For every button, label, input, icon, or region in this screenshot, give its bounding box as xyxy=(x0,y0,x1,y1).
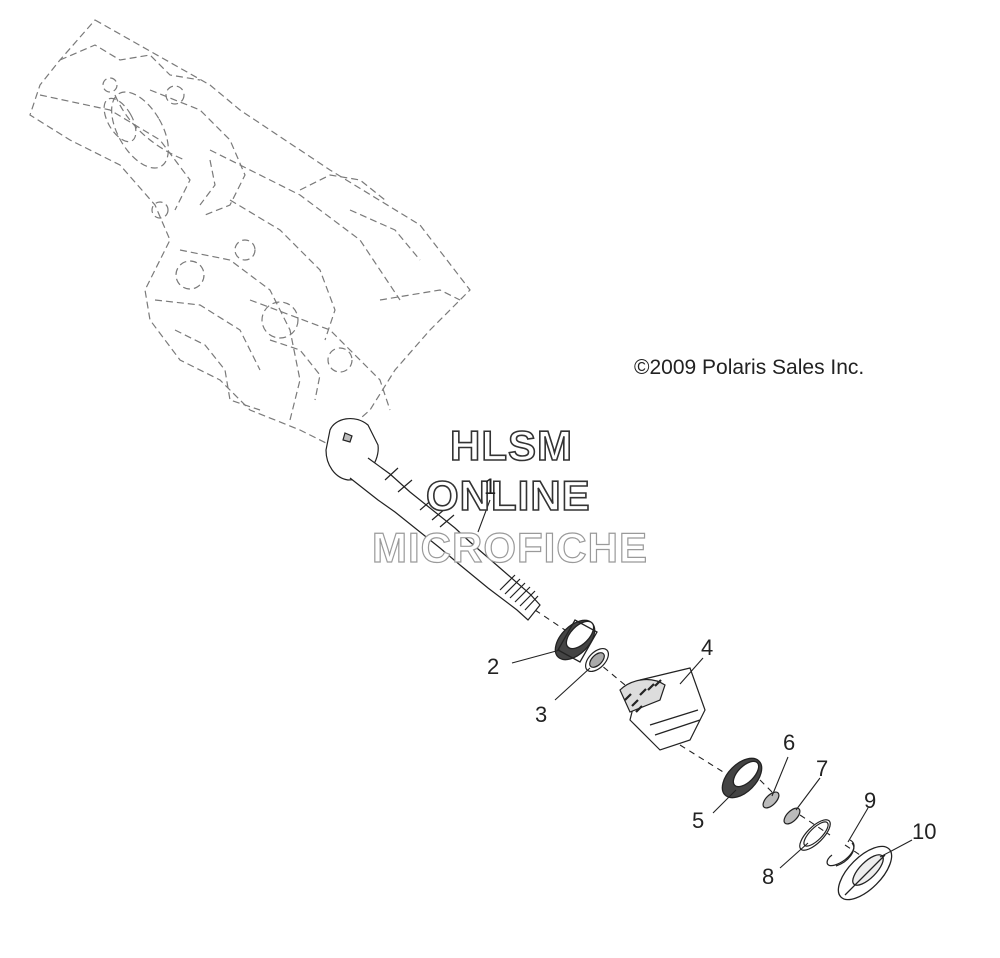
part-10-cover xyxy=(837,845,893,901)
part-1-shaft xyxy=(325,417,541,621)
callout-9: 9 xyxy=(864,788,877,813)
callout-6: 6 xyxy=(783,730,796,755)
watermark-line-1: HLSM xyxy=(449,421,573,470)
callout-7: 7 xyxy=(816,756,829,781)
leader-lines xyxy=(477,499,913,869)
part-5-bearing xyxy=(721,757,763,799)
callout-4: 4 xyxy=(701,635,714,660)
part-9-snap-ring xyxy=(826,839,855,867)
watermark-line-2: ONLINE xyxy=(425,471,591,520)
part-7-washer xyxy=(783,807,801,825)
part-6-washer xyxy=(762,791,780,809)
watermark-line-3: MICROFICHE xyxy=(371,523,648,571)
callout-5: 5 xyxy=(692,808,705,833)
ghost-transmission-housing xyxy=(29,19,471,446)
part-2-bearing xyxy=(554,619,598,663)
callout-8: 8 xyxy=(762,864,775,889)
part-3-ring xyxy=(584,647,610,673)
part-4-clutch-drum xyxy=(619,667,706,751)
callout-3: 3 xyxy=(535,702,548,727)
callout-1: 1 xyxy=(484,474,497,499)
copyright-notice: ©2009 Polaris Sales Inc. xyxy=(634,356,865,379)
callout-10: 10 xyxy=(912,819,937,844)
callout-2: 2 xyxy=(487,654,500,679)
assembly-axis xyxy=(534,609,861,856)
